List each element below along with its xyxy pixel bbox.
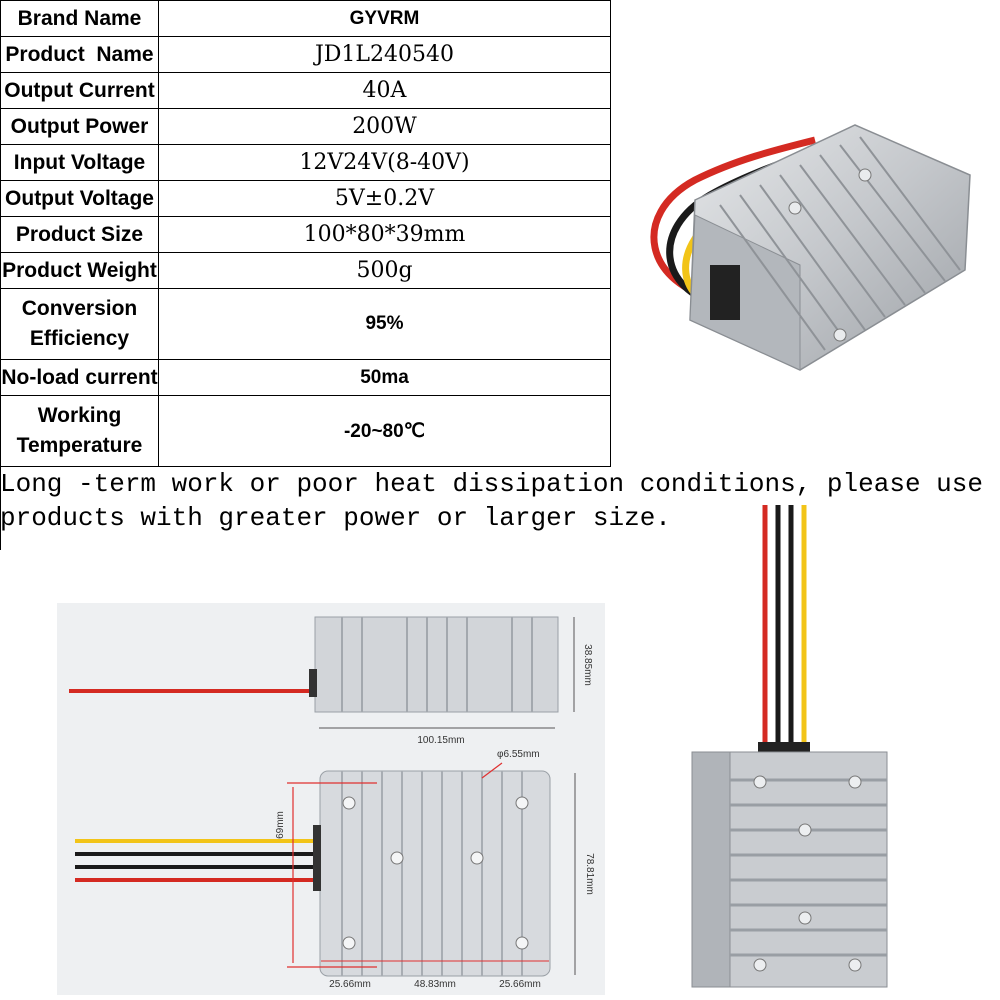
spec-row-conversion-efficiency: Conversion Efficiency 95%: [0, 288, 611, 360]
dimension-drawing: 100.15mm 38.85mm 69mm φ6.55mm 78.81mm: [57, 603, 605, 995]
dim-seg-mid-label: 48.83mm: [414, 979, 456, 990]
spec-label: Product Weight: [0, 252, 159, 289]
spec-value: 5V±0.2V: [158, 180, 611, 217]
spec-label: Conversion Efficiency: [0, 288, 159, 360]
mount-hole: [858, 168, 872, 182]
spec-value: 40A: [158, 72, 611, 109]
usage-note: Long -term work or poor heat dissipation…: [0, 469, 999, 533]
spec-label: Brand Name: [0, 0, 159, 37]
vertical-product-photo: [691, 505, 888, 988]
spec-row-input-voltage: Input Voltage 12V24V(8-40V): [0, 144, 611, 181]
heat-fins: [719, 136, 961, 351]
mount-hole: [833, 328, 847, 342]
spec-label: Product Size: [0, 216, 159, 253]
dim-width-label: 78.81mm: [584, 853, 595, 895]
spec-row-brand: Brand Name GYVRM: [0, 0, 611, 37]
spec-label-line: Efficiency: [29, 327, 130, 350]
spec-label: Output Power: [0, 108, 159, 145]
spec-value: 12V24V(8-40V): [158, 144, 611, 181]
spec-label-line: Conversion: [21, 297, 138, 320]
side-view-body: [314, 616, 559, 713]
spec-value: -20~80℃: [158, 395, 611, 467]
spec-row-output-voltage: Output Voltage 5V±0.2V: [0, 180, 611, 217]
spec-row-product-name: Product Name JD1L240540: [0, 36, 611, 73]
spec-value: JD1L240540: [158, 36, 611, 73]
product-photo: [650, 124, 971, 371]
spec-row-no-load-current: No-load current 50ma: [0, 359, 611, 396]
spec-label-line: Temperature: [16, 434, 143, 457]
wire-grommet: [710, 265, 740, 320]
dim-height-label: 38.85mm: [582, 644, 593, 686]
top-view: [75, 770, 551, 977]
spec-label: Output Current: [0, 72, 159, 109]
converter-side: [689, 214, 801, 371]
spec-label: No-load current: [0, 359, 159, 396]
red-wire: [650, 136, 816, 304]
spec-row-output-current: Output Current 40A: [0, 72, 611, 109]
spec-row-working-temperature: Working Temperature -20~80℃: [0, 395, 611, 467]
dim-seg-right-label: 25.66mm: [499, 979, 541, 990]
spec-label: Product Name: [0, 36, 159, 73]
dim-length-label: 100.15mm: [417, 735, 464, 746]
spec-label: Working Temperature: [0, 395, 159, 467]
spec-value: 50ma: [158, 359, 611, 396]
spec-value: 100*80*39mm: [158, 216, 611, 253]
spec-label: Output Voltage: [0, 180, 159, 217]
red-dimension-lines: [287, 762, 503, 968]
spec-value: 200W: [158, 108, 611, 145]
spec-row-product-size: Product Size 100*80*39mm: [0, 216, 611, 253]
spec-value: GYVRM: [158, 0, 611, 37]
spec-table: Brand Name GYVRM Product Name JD1L240540…: [0, 0, 611, 467]
mount-hole: [788, 201, 802, 215]
spec-row-product-weight: Product Weight 500g: [0, 252, 611, 289]
dim-seg-left-label: 25.66mm: [329, 979, 371, 990]
spec-value: 500g: [158, 252, 611, 289]
spec-label-line: Working: [37, 404, 122, 427]
left-border-line: [0, 0, 1, 550]
side-view: [69, 616, 575, 729]
spec-row-output-power: Output Power 200W: [0, 108, 611, 145]
dim-hole-label: φ6.55mm: [497, 749, 540, 760]
spec-label: Input Voltage: [0, 144, 159, 181]
dim-hole-spacing-label: 69mm: [275, 811, 286, 839]
spec-value: 95%: [158, 288, 611, 360]
